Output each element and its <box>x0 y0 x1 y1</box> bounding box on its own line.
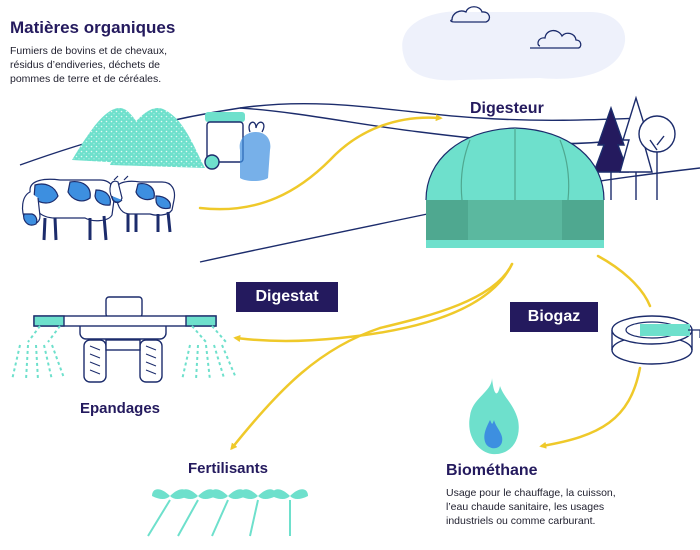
spreading-title: Epandages <box>80 400 161 417</box>
cow-icon <box>21 178 116 241</box>
biogas-badge: Biogaz <box>510 302 598 332</box>
description-line: l’eau chaude sanitaire, les usages <box>446 501 605 513</box>
arrow-digester-to-spreading <box>233 262 514 343</box>
description-line: pommes de terre et de céréales. <box>10 73 162 85</box>
gas-tank-icon <box>611 315 700 365</box>
description-line: résidus d’endiveries, déchets de <box>10 59 161 71</box>
fertilizers-title: Fertilisants <box>188 460 269 477</box>
biomethane-title: Biométhane <box>446 462 538 479</box>
cow-icon <box>109 175 176 233</box>
digestate-badge: Digestat <box>236 282 338 312</box>
sky <box>402 6 626 81</box>
seedlings-icon <box>147 489 308 537</box>
compost-heaps <box>72 108 205 168</box>
arrow-organic-to-digester <box>198 114 443 211</box>
description-line: industriels ou comme carburant. <box>446 515 596 527</box>
flame-icon <box>469 378 519 455</box>
waste-bin-icon <box>204 112 245 170</box>
trash-bag-icon <box>239 121 271 181</box>
organic-matter-description: Fumiers de bovins et de chevaux, résidus… <box>10 44 167 86</box>
description-line: Usage pour le chauffage, la cuisson, <box>446 487 616 499</box>
arrow-digester-to-tank <box>596 254 652 308</box>
digester-title: Digesteur <box>470 100 544 117</box>
biomethane-description: Usage pour le chauffage, la cuisson, l’e… <box>446 486 616 528</box>
digester-dome <box>425 127 605 248</box>
trees <box>592 95 676 200</box>
sprayer-tractor-icon <box>11 296 237 383</box>
description-line: Fumiers de bovins et de chevaux, <box>10 45 167 57</box>
arrow-tank-to-biomethane <box>539 366 642 449</box>
organic-matter-title: Matières organiques <box>10 18 176 37</box>
cloud-icon <box>530 29 582 49</box>
cloud-icon <box>450 6 491 23</box>
arrow-digester-to-fertilizers <box>230 262 514 451</box>
flow-arrows <box>198 114 652 451</box>
